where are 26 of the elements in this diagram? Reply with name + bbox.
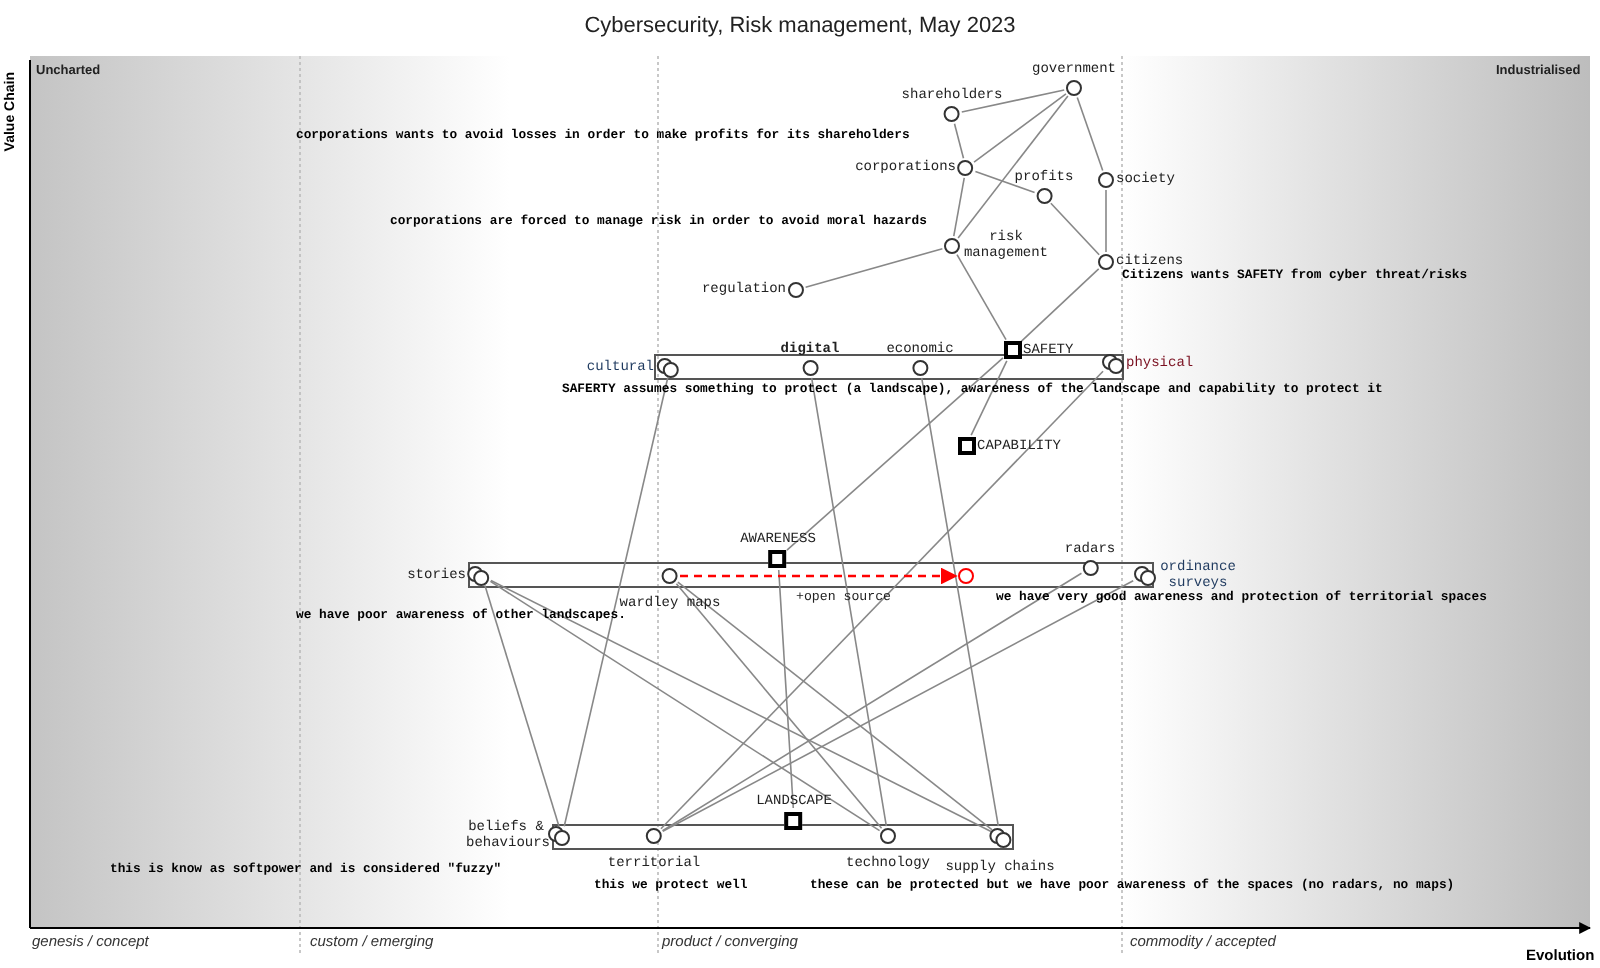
dependency-line [490, 579, 992, 833]
dependency-line [675, 582, 883, 830]
dependency-line [810, 377, 888, 827]
dependency-line [970, 360, 1008, 436]
title: Cybersecurity, Risk management, May 2023 [582, 12, 1018, 42]
dependency-line [786, 357, 1004, 551]
dependency-line [920, 377, 1000, 827]
dependency-line [777, 569, 795, 809]
dependency-line [660, 370, 1104, 830]
dependency-line [1076, 96, 1104, 172]
dependency-line [973, 93, 1067, 163]
evolution-arrow [680, 567, 958, 585]
dependency-line [563, 376, 669, 828]
dependency-line [953, 122, 965, 160]
dependency-line [961, 89, 1065, 113]
dependency-line [957, 95, 1069, 239]
dependency-line [804, 247, 944, 289]
dependency-line [1019, 268, 1100, 343]
dependency-line [484, 584, 560, 828]
dependency-line [677, 581, 993, 831]
dependency-line [956, 253, 1007, 341]
dependency-line [1050, 202, 1100, 256]
dependency-line [489, 580, 881, 832]
dependency-line [952, 177, 966, 237]
dependency-line [974, 170, 1036, 194]
dependency-line [1105, 189, 1107, 253]
